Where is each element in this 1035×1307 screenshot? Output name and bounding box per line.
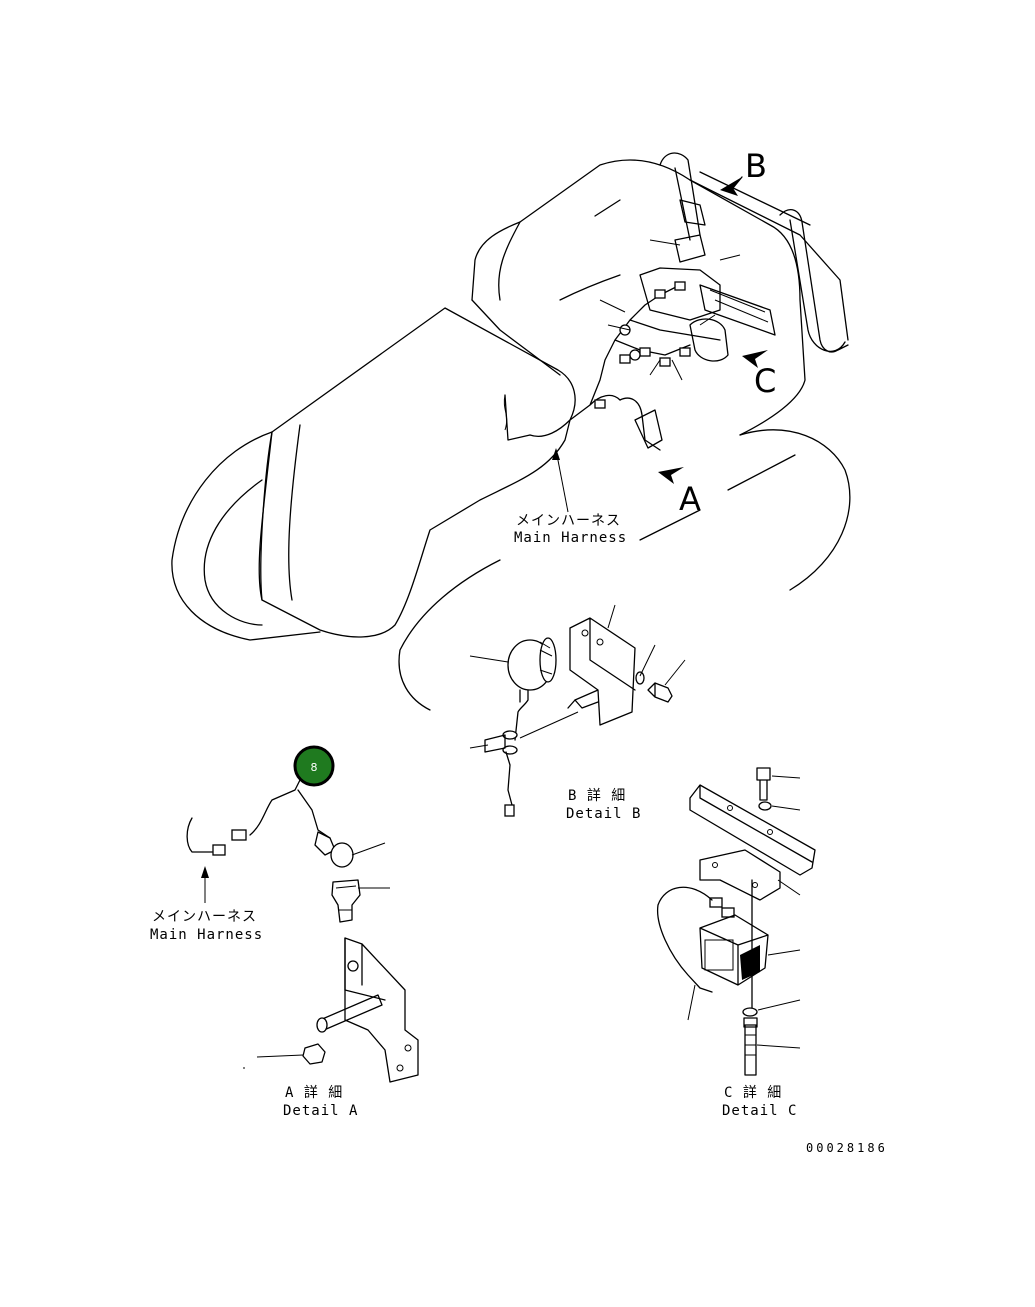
machine-frame: [471, 159, 806, 436]
view-b-letter: B: [745, 147, 767, 185]
connector-a2: [212, 844, 226, 856]
track-left: [171, 431, 321, 641]
detail-a-en: Detail A: [283, 1103, 358, 1119]
lamp-bracket: [567, 617, 636, 726]
main-harness-en-label: Main Harness: [514, 530, 627, 546]
detail-c: C 詳 細 Detail C: [656, 767, 816, 1119]
arrow-c-icon: [742, 350, 768, 368]
engine-hood: [260, 307, 576, 638]
detail-a-jp: A 詳 細: [285, 1085, 343, 1101]
main-harness-left-jp: メインハーネス: [152, 909, 257, 925]
detail-c-en: Detail C: [722, 1103, 797, 1119]
connector-a1: [231, 829, 247, 841]
part-marker-badge[interactable]: [293, 745, 335, 787]
bolt-b: [647, 682, 673, 703]
nut-a: [302, 1043, 326, 1065]
bolt-c-long: [743, 1017, 758, 1076]
machine-overview: B C A メインハーネス Main Harness: [171, 147, 851, 711]
main-harness-leader: [555, 449, 569, 513]
track-right: [739, 429, 851, 591]
arrow-b-icon: [720, 177, 742, 196]
sensor-body: [331, 879, 361, 923]
mounting-plate: [699, 849, 781, 901]
detail-b-en: Detail B: [566, 806, 641, 822]
view-c-letter: C: [754, 362, 776, 400]
drawing-number: 00028186: [806, 1141, 888, 1155]
detail-c-jp: C 詳 細: [724, 1085, 782, 1101]
bolt-c-top: [756, 767, 771, 801]
sensor-bracket: [344, 937, 419, 1083]
detail-a: メインハーネス Main Harness A 詳 細 Detail A 8: [150, 745, 419, 1119]
part-marker-label: 8: [311, 761, 318, 774]
angle-bracket: [689, 784, 816, 876]
connector-c1: [709, 897, 723, 908]
detail-b-jp: B 詳 細: [568, 788, 626, 804]
arrow-a-icon: [658, 467, 684, 484]
main-harness-left-en: Main Harness: [150, 927, 263, 943]
buzzer-box: [699, 914, 769, 986]
detail-b: B 詳 細 Detail B: [469, 604, 686, 822]
sensor-cap: [330, 842, 354, 868]
view-a-letter: A: [679, 480, 701, 518]
rops-frame: [659, 152, 701, 241]
harness-wire-a: [186, 779, 331, 853]
main-harness-jp-label: メインハーネス: [516, 513, 621, 529]
